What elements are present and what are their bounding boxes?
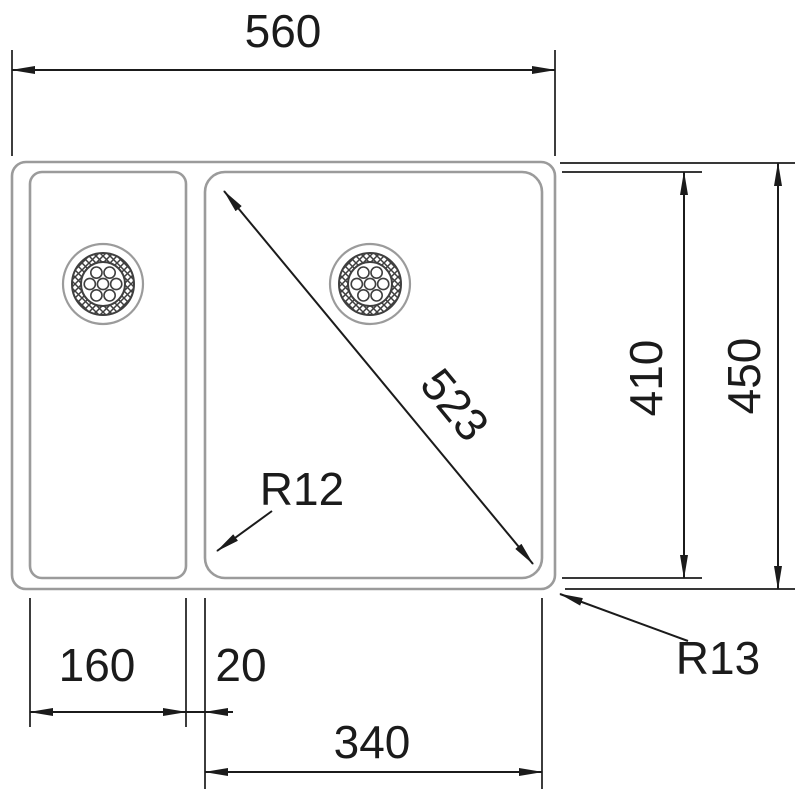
dim-bowl-depth: 410 [562, 171, 702, 579]
dim-340-label: 340 [334, 716, 411, 768]
sink-body [10, 160, 557, 591]
dim-560-label: 560 [245, 5, 322, 57]
dim-overall-depth: 450 [560, 162, 795, 590]
dim-divider-width: 20 [186, 639, 267, 716]
dim-outer-radius: R13 [559, 593, 760, 684]
main-bowl-outline [203, 170, 544, 580]
dimension-line [223, 190, 534, 565]
dim-main-bowl-width: 340 [204, 716, 543, 776]
leader-line [216, 510, 273, 552]
left-bowl-drain-icon [63, 244, 143, 324]
dim-160-label: 160 [59, 639, 136, 691]
dim-20-label: 20 [215, 639, 266, 691]
leader-line [559, 593, 689, 642]
left-bowl-outline [28, 170, 188, 580]
dim-410-label: 410 [620, 340, 672, 417]
r12-label: R12 [260, 463, 344, 515]
r13-label: R13 [676, 632, 760, 684]
dim-left-bowl-width: 160 [29, 639, 187, 716]
dim-inner-radius: R12 [216, 463, 344, 552]
bottom-extension-lines [29, 598, 543, 789]
main-bowl-drain-icon [330, 244, 410, 324]
dim-450-label: 450 [718, 338, 770, 415]
dim-overall-width: 560 [11, 5, 556, 156]
